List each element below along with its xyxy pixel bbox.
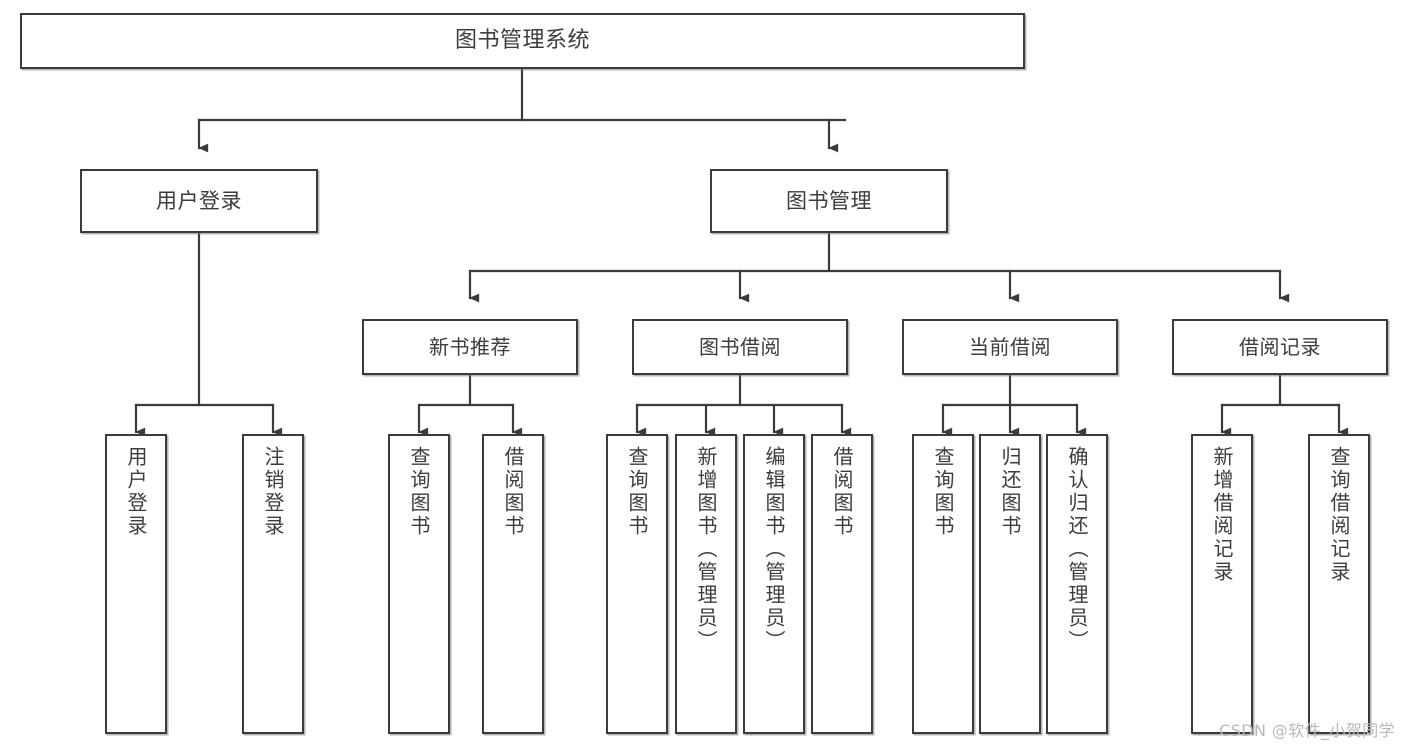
node-leaf-add-record[interactable]: 新增借阅记录 xyxy=(1191,434,1253,734)
node-current-borrow[interactable]: 当前借阅 xyxy=(902,319,1118,375)
node-leaf-user-login-label: 用户登录 xyxy=(124,446,148,538)
node-root-label: 图书管理系统 xyxy=(454,28,590,54)
node-leaf-query-record[interactable]: 查询借阅记录 xyxy=(1308,434,1370,734)
node-leaf-borrow-book-1-label: 借阅图书 xyxy=(501,446,525,538)
node-leaf-add-book-label: 新增图书（管理员） xyxy=(694,446,718,653)
node-leaf-add-record-label: 新增借阅记录 xyxy=(1210,446,1234,584)
node-borrow-record-label: 借阅记录 xyxy=(1239,334,1321,359)
node-current-borrow-label: 当前借阅 xyxy=(969,334,1051,359)
node-leaf-query-book-1-label: 查询图书 xyxy=(407,446,431,538)
node-new-book-recommend[interactable]: 新书推荐 xyxy=(362,319,578,375)
csdn-watermark: CSDN @软件_小贺同学 xyxy=(1219,721,1395,740)
node-leaf-query-record-label: 查询借阅记录 xyxy=(1327,446,1351,584)
node-user-login[interactable]: 用户登录 xyxy=(80,169,318,233)
node-book-borrow[interactable]: 图书借阅 xyxy=(632,319,848,375)
node-leaf-add-book[interactable]: 新增图书（管理员） xyxy=(675,434,737,734)
node-book-manage[interactable]: 图书管理 xyxy=(710,169,948,233)
node-leaf-user-logout-label: 注销登录 xyxy=(261,446,285,538)
node-leaf-user-login[interactable]: 用户登录 xyxy=(105,434,167,734)
node-leaf-confirm-return-label: 确认归还（管理员） xyxy=(1065,446,1089,653)
node-leaf-return-book-label: 归还图书 xyxy=(998,446,1022,538)
node-leaf-query-book-1[interactable]: 查询图书 xyxy=(388,434,450,734)
node-book-borrow-label: 图书借阅 xyxy=(699,334,781,359)
node-borrow-record[interactable]: 借阅记录 xyxy=(1172,319,1388,375)
node-leaf-edit-book[interactable]: 编辑图书（管理员） xyxy=(743,434,805,734)
node-new-book-recommend-label: 新书推荐 xyxy=(429,334,511,359)
node-leaf-confirm-return[interactable]: 确认归还（管理员） xyxy=(1046,434,1108,734)
node-root[interactable]: 图书管理系统 xyxy=(20,13,1025,69)
node-leaf-borrow-book-2[interactable]: 借阅图书 xyxy=(811,434,873,734)
node-leaf-return-book[interactable]: 归还图书 xyxy=(979,434,1041,734)
node-leaf-query-book-2[interactable]: 查询图书 xyxy=(606,434,668,734)
node-leaf-query-book-2-label: 查询图书 xyxy=(625,446,649,538)
node-book-manage-label: 图书管理 xyxy=(786,188,872,213)
node-leaf-borrow-book-1[interactable]: 借阅图书 xyxy=(482,434,544,734)
node-leaf-borrow-book-2-label: 借阅图书 xyxy=(830,446,854,538)
node-leaf-user-logout[interactable]: 注销登录 xyxy=(242,434,304,734)
node-leaf-query-book-3-label: 查询图书 xyxy=(931,446,955,538)
node-user-login-label: 用户登录 xyxy=(156,188,242,213)
node-leaf-query-book-3[interactable]: 查询图书 xyxy=(912,434,974,734)
node-leaf-edit-book-label: 编辑图书（管理员） xyxy=(762,446,786,653)
